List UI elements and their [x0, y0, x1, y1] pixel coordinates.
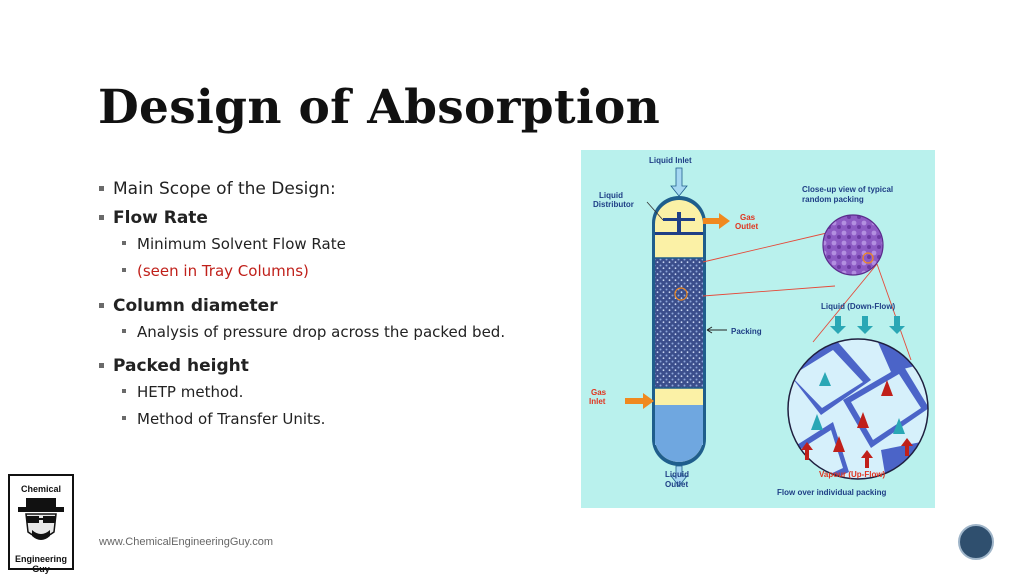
page-number-badge	[958, 524, 994, 560]
sub-bullet-hetp: HETP method.	[99, 382, 569, 402]
label-liquid-distributor-2: Distributor	[593, 200, 634, 209]
packing-pointer	[706, 326, 727, 334]
label-flow-caption: Flow over individual packing	[777, 488, 886, 497]
logo-text-bottom: Engineering Guy	[14, 554, 67, 574]
footer-url: www.ChemicalEngineeringGuy.com	[99, 536, 274, 548]
chemical-engineering-guy-logo: Chemical Engineering Guy	[8, 474, 74, 574]
label-liquid-inlet: Liquid Inlet	[649, 156, 692, 165]
sub-bullet-pressure-drop: Analysis of pressure drop across the pac…	[99, 322, 569, 342]
label-gas-outlet-1: Gas	[740, 213, 756, 222]
logo-text-top: Chemical	[20, 484, 62, 494]
liquid-inlet-arrow	[670, 167, 688, 197]
liquid-downflow-arrows	[830, 316, 905, 334]
bullet-list: Main Scope of the Design: Flow Rate Mini…	[99, 178, 569, 429]
label-liquid-outlet-1: Liquid	[665, 470, 689, 479]
gas-inlet-arrow	[625, 393, 654, 409]
bullet-main-scope: Main Scope of the Design:	[99, 178, 569, 200]
sub-bullet-min-solvent: Minimum Solvent Flow Rate	[99, 234, 569, 254]
bullet-flow-rate: Flow Rate	[99, 207, 569, 229]
label-closeup-1: Close-up view of typical	[802, 185, 893, 194]
guy-silhouette-icon	[18, 498, 64, 540]
label-packing: Packing	[731, 327, 762, 336]
bullet-column-diameter: Column diameter	[99, 295, 569, 317]
sub-bullet-transfer-units: Method of Transfer Units.	[99, 409, 569, 429]
label-liquid-distributor-1: Liquid	[599, 191, 623, 200]
distributor-pointer	[646, 201, 664, 221]
bullet-packed-height: Packed height	[99, 355, 569, 377]
label-liquid-downflow: Liquid (Down-Flow)	[821, 302, 896, 311]
random-packing-closeup	[822, 214, 884, 276]
column-body	[652, 196, 706, 466]
sub-bullet-tray-columns: (seen in Tray Columns)	[99, 261, 569, 281]
gas-outlet-arrow	[703, 213, 730, 229]
label-gas-inlet-1: Gas	[591, 388, 607, 397]
label-vapour-upflow: Vapour (Up-Flow)	[819, 470, 886, 479]
absorption-column-figure: Liquid Inlet Liquid Distributor Gas Outl…	[581, 150, 935, 508]
vapour-upflow-arrows	[801, 438, 913, 468]
absorption-column-diagram: Liquid Inlet Liquid Distributor Gas Outl…	[589, 156, 929, 497]
label-gas-outlet-2: Outlet	[735, 222, 758, 231]
label-closeup-2: random packing	[802, 195, 864, 204]
label-gas-inlet-2: Inlet	[589, 397, 606, 406]
liquid-outlet-arrow	[670, 465, 688, 487]
slide-title: Design of Absorption	[98, 80, 661, 135]
label-liquid-outlet-2: Outlet	[665, 480, 688, 489]
